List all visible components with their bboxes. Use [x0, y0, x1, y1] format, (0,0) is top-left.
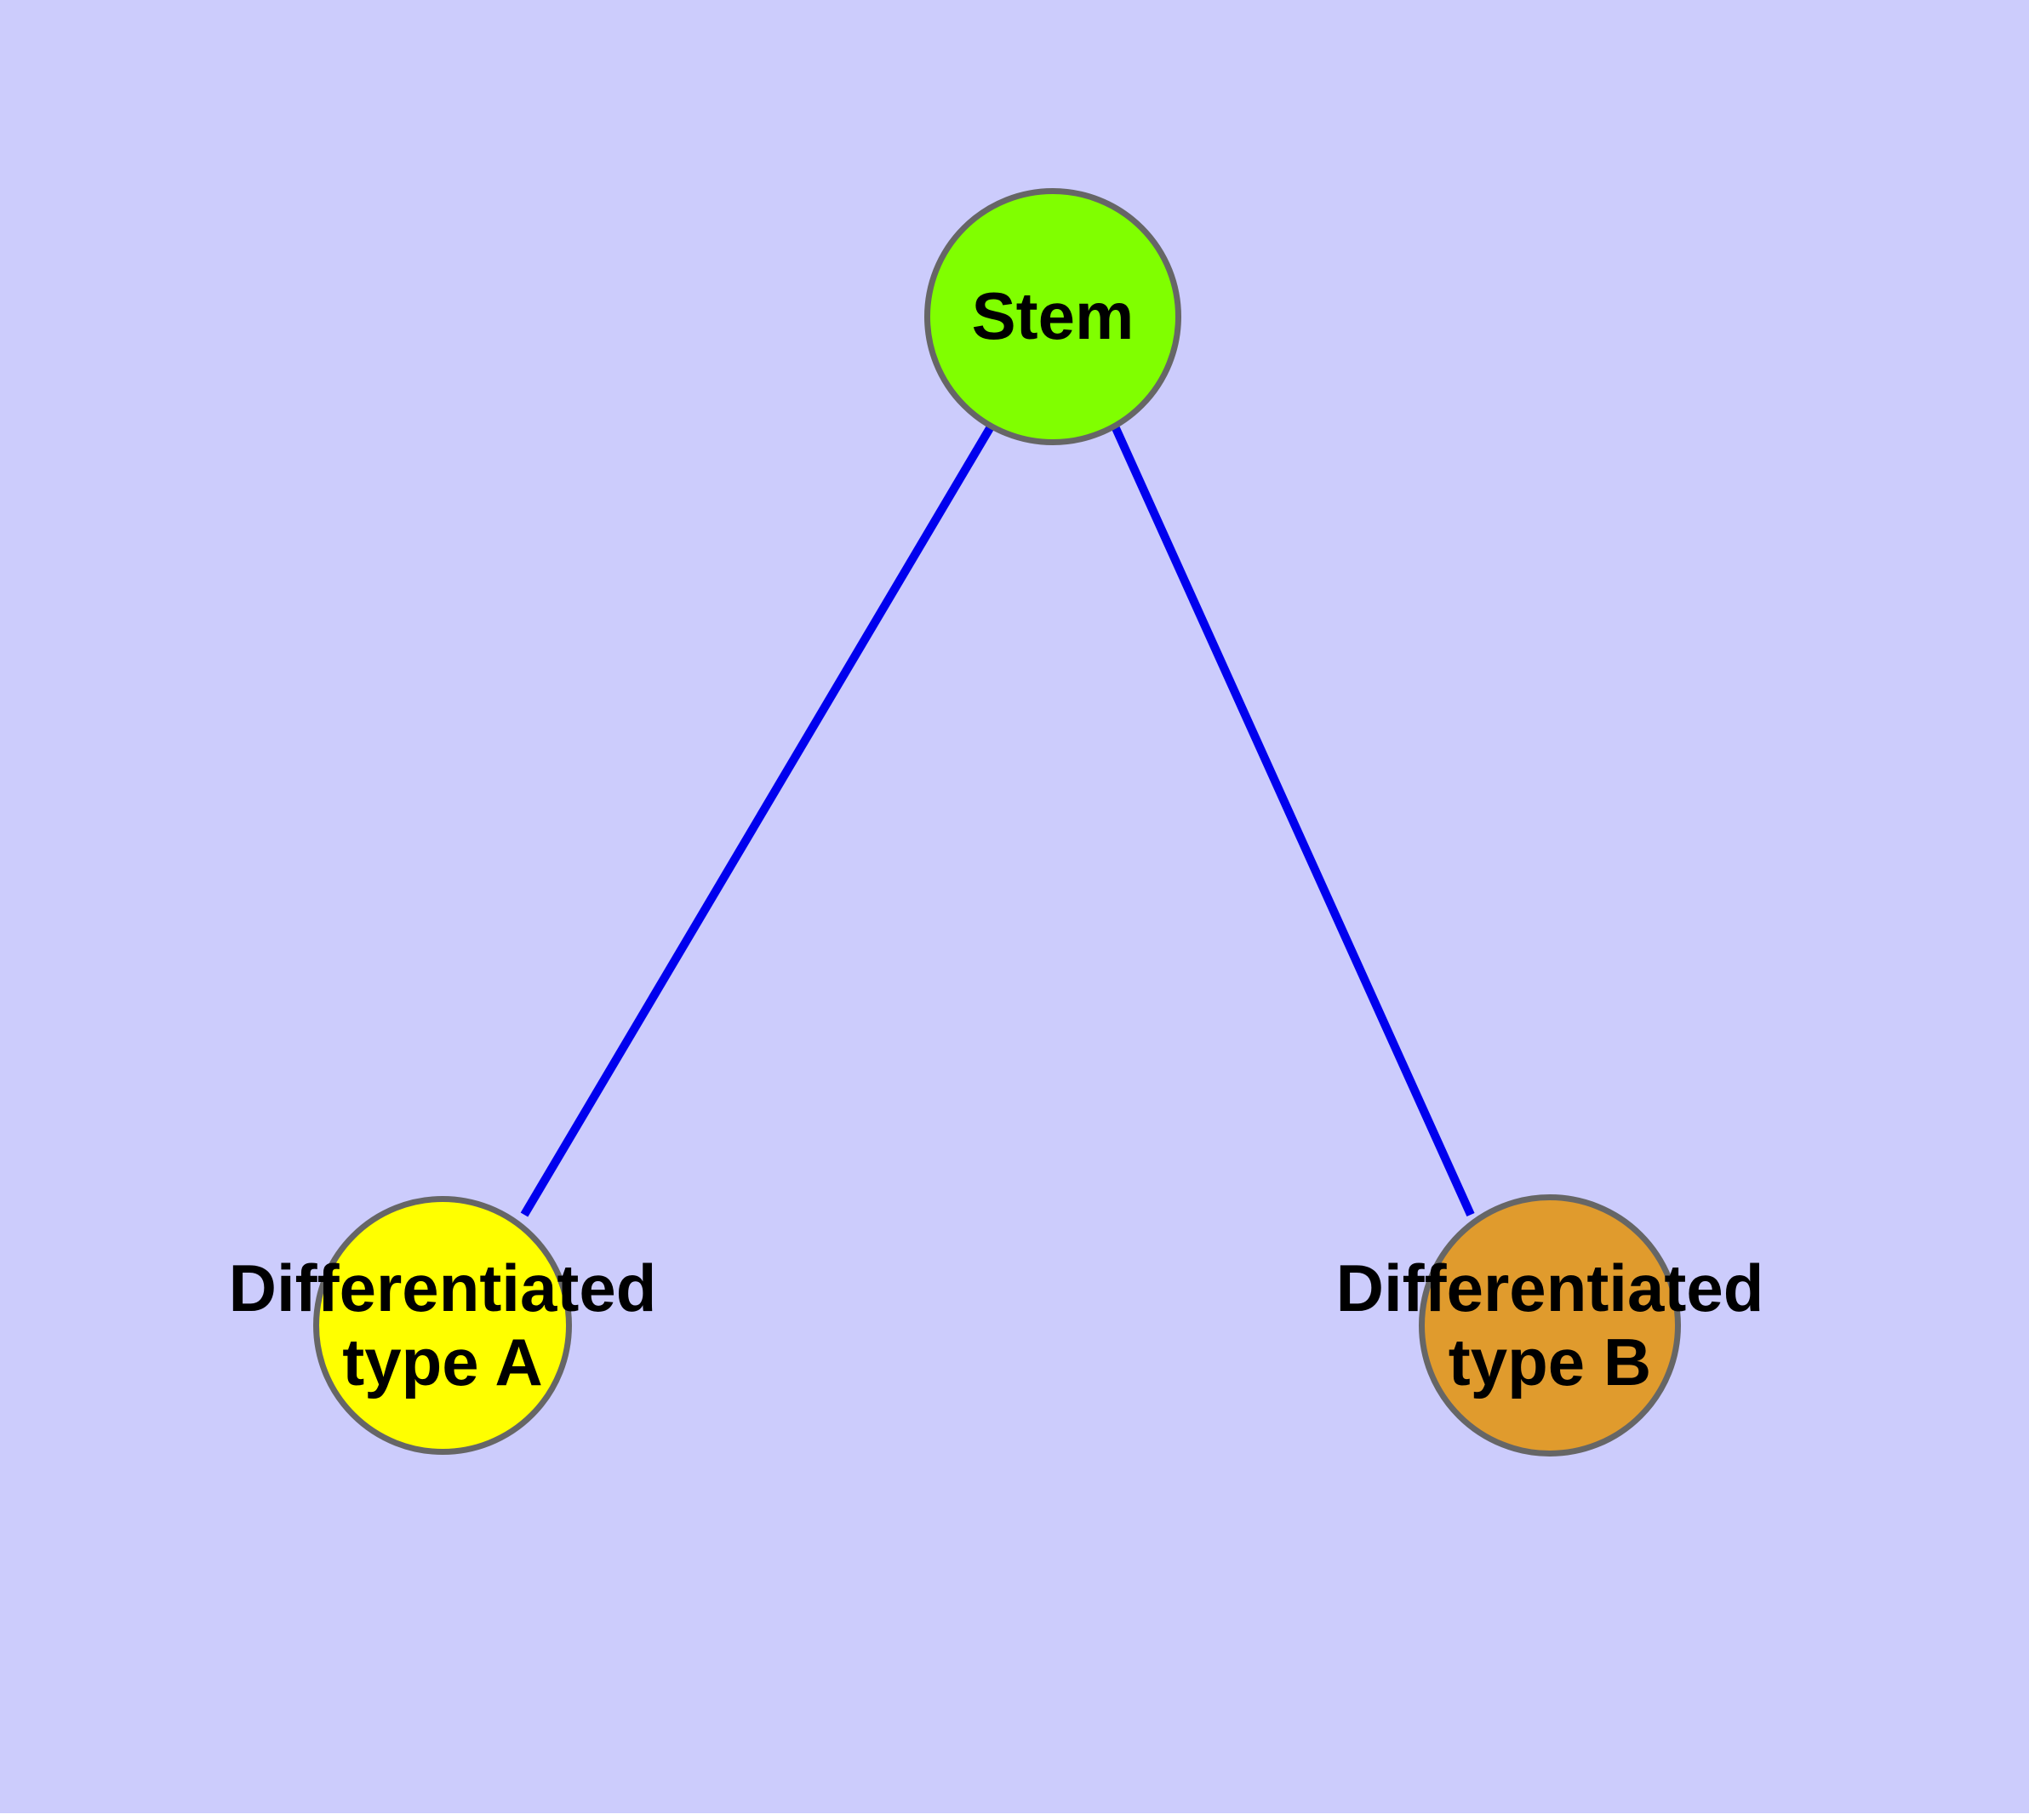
edge-stem-to-differentiated-type-b: [1112, 426, 1475, 1217]
edge-stem-to-differentiated-type-a: [520, 426, 994, 1217]
node-differentiated-type-b[interactable]: [1419, 1194, 1681, 1457]
node-stem[interactable]: [924, 188, 1181, 445]
node-differentiated-type-a[interactable]: [313, 1196, 572, 1455]
